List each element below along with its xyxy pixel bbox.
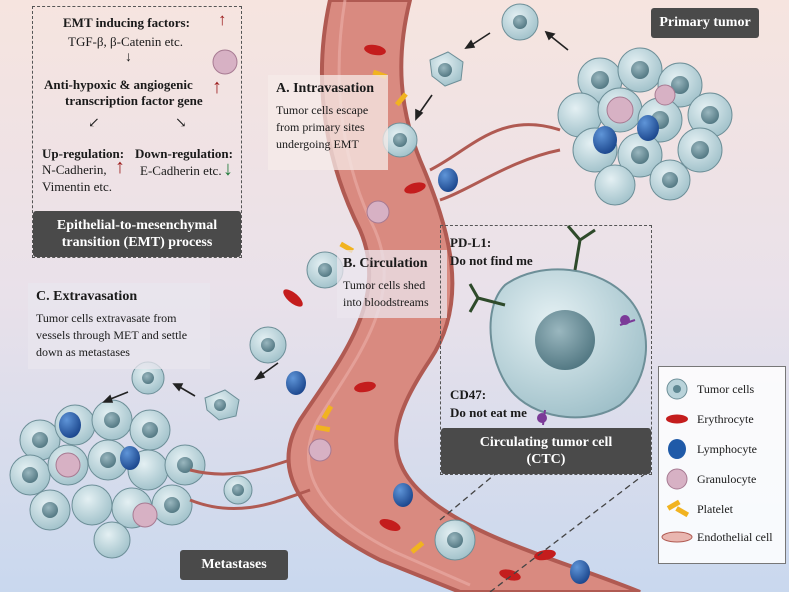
emt-factors-title: EMT inducing factors	[63, 15, 186, 30]
extravasation-line-1: Tumor cells extravasate from	[36, 311, 177, 325]
extravasation-line-3: down as metastases	[36, 345, 130, 359]
split-arrow-right-icon: ↘	[175, 116, 187, 131]
primary-tumor-badge: Primary tumor	[651, 8, 759, 38]
pdl1-text: Do not find me	[450, 253, 533, 268]
flow-arrows	[102, 30, 569, 403]
hypoxic-line-1: Anti-hypoxic & angiogenic	[44, 77, 193, 92]
extravasation-line-2: vessels through MET and settle	[36, 328, 188, 342]
erythrocyte-icon	[666, 414, 688, 424]
emt-factors-colon: :	[185, 15, 190, 30]
legend-label-platelet: Platelet	[697, 502, 733, 516]
split-arrow-left-icon: ↙	[88, 116, 100, 131]
circulation-title: B. Circulation	[343, 256, 428, 271]
legend-label-tumor-cells: Tumor cells	[697, 382, 755, 396]
circulation-line-2: into bloodstreams	[343, 295, 429, 309]
legend: Tumor cells Erythrocyte Lymphocyte Granu…	[658, 366, 786, 564]
intravasation-line-2: from primary sites	[276, 120, 365, 134]
legend-label-granulocyte: Granulocyte	[697, 472, 757, 486]
tumor-cell-icon	[666, 378, 688, 400]
up-regulation-label: Up-regulation:	[42, 146, 125, 161]
extravasation-label: C. Extravasation Tumor cells extravasate…	[28, 283, 210, 369]
down-regulation-label: Down-regulation:	[135, 146, 233, 161]
platelet-icon	[666, 499, 690, 518]
lymphocyte-icon	[668, 439, 686, 459]
ctc-illustration	[468, 225, 647, 426]
intravasation-line-3: undergoing EMT	[276, 137, 359, 151]
granulocyte-icon	[666, 468, 688, 490]
legend-label-erythrocyte: Erythrocyte	[697, 412, 754, 426]
arrow-down-icon: ↓	[125, 50, 132, 65]
emt-factors-label: EMT inducing factors:	[63, 15, 190, 30]
down-regulation-line-1: E-Cadherin etc.	[140, 163, 222, 178]
ctc-box	[440, 225, 652, 475]
endothelial-cell-icon	[661, 531, 693, 543]
ctc-title-line-1: Circulating tumor cell	[479, 435, 613, 450]
intravasation-title: A. Intravasation	[276, 81, 375, 96]
circulation-label: B. Circulation Tumor cells shed into blo…	[337, 250, 447, 318]
intravasation-line-1: Tumor cells escape	[276, 103, 369, 117]
emt-process-box	[32, 6, 242, 258]
up-regulation-line-1: N-Cadherin,	[42, 162, 107, 177]
circulation-line-1: Tumor cells shed	[343, 278, 426, 292]
up-arrow-icon: ↑	[115, 156, 125, 178]
metastases-cluster	[9, 399, 311, 559]
metastases-badge: Metastases	[180, 550, 288, 580]
intravasation-label: A. Intravasation Tumor cells escape from…	[268, 75, 388, 170]
blood-cells	[283, 44, 590, 584]
hypoxic-line-2: transcription factor gene	[65, 93, 203, 108]
ctc-title-badge: Circulating tumor cell (CTC)	[441, 428, 651, 474]
cd47-title: CD47:	[450, 387, 487, 402]
legend-label-endothelial-cell: Endothelial cell	[697, 530, 773, 544]
emt-title-line-2: transition (EMT) process	[61, 235, 213, 250]
primary-tumor-cluster	[429, 47, 733, 206]
up-arrow-icon: ↑	[212, 76, 222, 98]
legend-label-lymphocyte: Lymphocyte	[697, 442, 757, 456]
extravasation-title: C. Extravasation	[36, 289, 138, 304]
pdl1-title: PD-L1:	[450, 235, 492, 250]
legend-icons	[661, 378, 693, 543]
ctc-title-line-2: (CTC)	[526, 452, 566, 467]
down-arrow-icon: ↓	[223, 158, 233, 180]
cd47-text: Do not eat me	[450, 405, 527, 420]
floating-tumor-cells	[131, 3, 539, 561]
emt-factors-examples: TGF-β, β-Catenin etc.	[68, 34, 184, 49]
up-regulation-line-2: Vimentin etc.	[42, 179, 112, 194]
emt-title-badge: Epithelial-to-mesenchymal transition (EM…	[33, 211, 241, 257]
up-arrow-icon: ↑	[218, 10, 227, 29]
emt-title-line-1: Epithelial-to-mesenchymal	[56, 218, 218, 233]
